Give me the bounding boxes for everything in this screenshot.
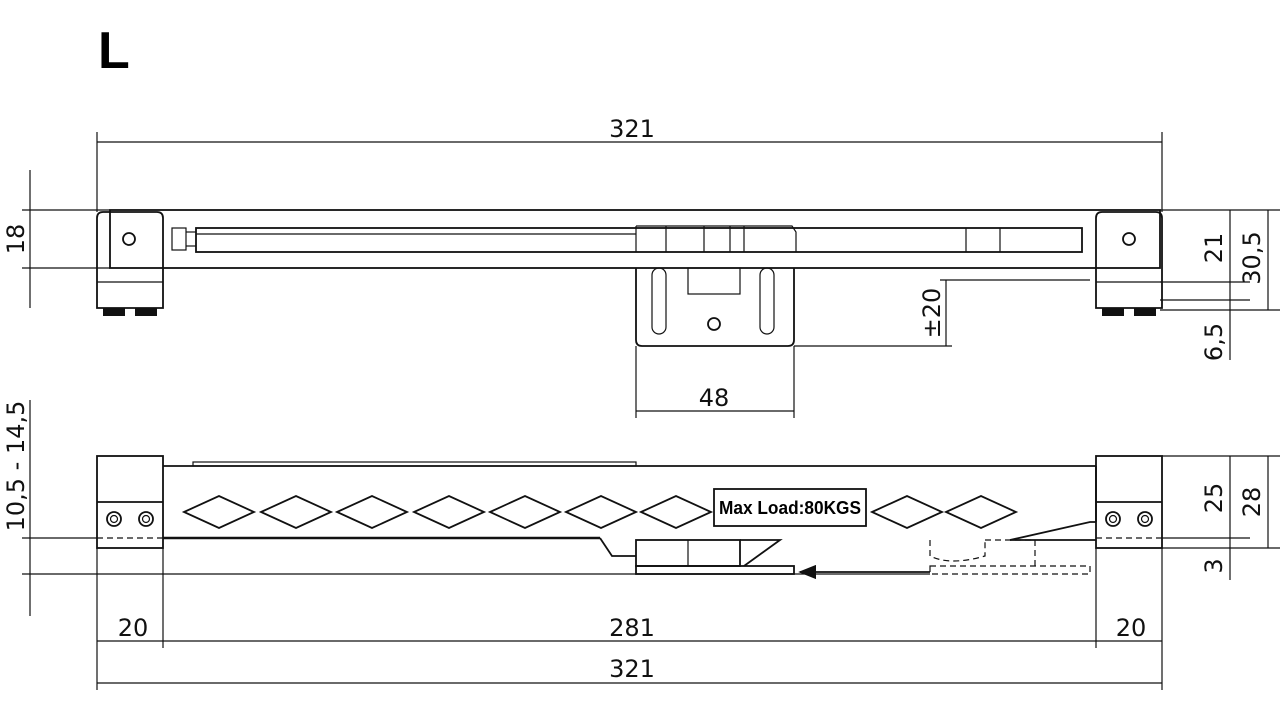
top-rail — [109, 209, 1161, 269]
dim-28-label: 28 — [1238, 487, 1266, 518]
side-end-cap-left — [96, 455, 164, 549]
dim-18: 18 — [2, 170, 110, 308]
top-center-bracket — [635, 267, 795, 347]
dim-20-right-label: 20 — [1116, 614, 1147, 642]
top-rail-inner — [195, 227, 1083, 253]
dims-right-top: 21 30,5 6,5 — [1160, 209, 1280, 361]
dim-3-label: 3 — [1200, 558, 1228, 573]
dim-321-top: 321 — [609, 115, 655, 143]
drawing-title: L — [98, 22, 130, 80]
dim-20-left-label: 20 — [118, 614, 149, 642]
dim-25-label: 25 — [1200, 483, 1228, 514]
max-load-label-box: Max Load:80KGS — [713, 488, 867, 527]
top-end-cap-right — [1095, 211, 1163, 316]
dims-right-side: 25 28 3 — [1162, 455, 1280, 580]
dim-height-range-label: 10,5 - 14,5 — [2, 401, 30, 532]
top-end-cap-left — [96, 211, 164, 316]
dim-plus-minus-20-label: ±20 — [918, 288, 946, 339]
dims-bottom: 20 281 20 321 — [96, 548, 1163, 690]
diamond-pattern — [181, 495, 1019, 529]
dim-30-5-label: 30,5 — [1238, 231, 1266, 284]
dim-height-range: 10,5 - 14,5 — [2, 400, 930, 616]
side-view: Max Load:80KGS — [2, 400, 1280, 690]
max-load-label: Max Load:80KGS — [719, 498, 861, 518]
dim-48-label: 48 — [699, 384, 730, 412]
side-end-cap-right — [1095, 455, 1163, 549]
dim-48: 48 — [635, 346, 795, 418]
dim-overall-top: 321 — [96, 115, 1163, 212]
top-view: 321 — [2, 115, 1280, 418]
dim-281-label: 281 — [609, 614, 655, 642]
dim-plus-minus-20: ±20 — [794, 279, 1090, 347]
dim-18-label: 18 — [2, 224, 30, 255]
phantom-bracket — [929, 539, 1091, 575]
side-center-mount — [635, 539, 795, 575]
dim-321-bottom-label: 321 — [609, 655, 655, 683]
dim-21-label: 21 — [1200, 233, 1228, 264]
dim-6-5-label: 6,5 — [1200, 323, 1228, 361]
